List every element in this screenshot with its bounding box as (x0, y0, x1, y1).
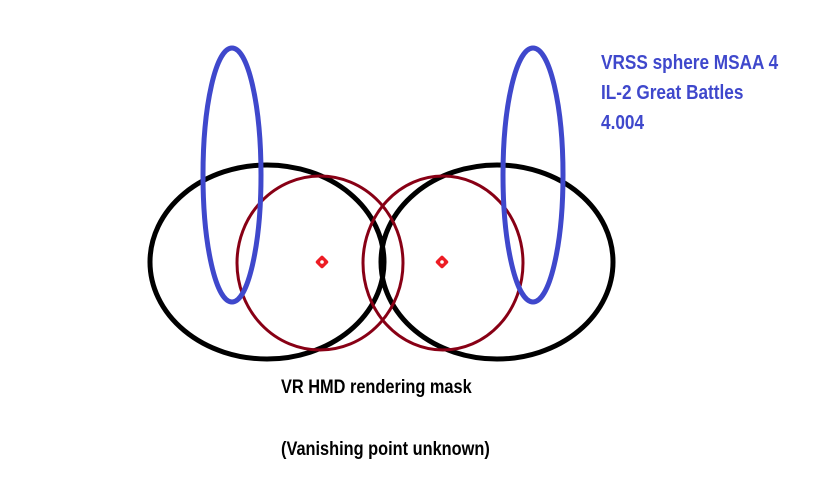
left-vrss-circle (235, 174, 405, 352)
vertical-blue-ellipses (200, 45, 566, 305)
left-center-marker (315, 255, 329, 269)
legend-line-1: VRSS sphere MSAA 4 (601, 52, 779, 74)
legend-line-3: 4.004 (601, 112, 645, 134)
right-center-marker (435, 255, 449, 269)
caption: VR HMD rendering mask (281, 377, 472, 398)
vrss-circles (235, 174, 525, 352)
hmd-mask-ellipses (147, 162, 616, 362)
center-markers (315, 255, 449, 269)
right-eye-mask (378, 162, 616, 362)
right-vrss-circle (361, 174, 525, 352)
left-vertical-ellipse (200, 45, 264, 305)
legend-line-2: IL-2 Great Battles (601, 82, 744, 104)
left-eye-mask (147, 162, 387, 362)
right-vertical-ellipse (500, 45, 566, 305)
subcaption: (Vanishing point unknown) (281, 439, 490, 460)
legend-text: VRSS sphere MSAA 4 IL-2 Great Battles 4.… (601, 48, 778, 138)
